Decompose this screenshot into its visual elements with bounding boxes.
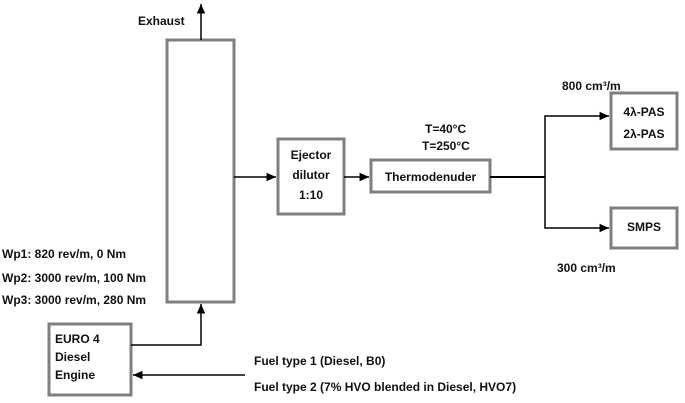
engine-label-line1: EURO 4	[55, 332, 100, 346]
fuel-type-2-label: Fuel type 2 (7% HVO blended in Diesel, H…	[254, 380, 517, 394]
smps-box	[609, 206, 679, 250]
wp3-label: Wp3: 3000 rev/m, 280 Nm	[2, 293, 147, 307]
exhaust-label: Exhaust	[138, 14, 185, 28]
smps-label: SMPS	[626, 220, 661, 234]
ejector-label-line2: dilutor	[292, 168, 330, 182]
temperature-label-1: T=40°C	[425, 122, 467, 136]
wp2-label: Wp2: 3000 rev/m, 100 Nm	[2, 271, 147, 285]
pas-label-line1: 4λ-PAS	[623, 105, 665, 119]
flow-rate-top-label: 800 cm³/m	[562, 79, 621, 93]
engine-box	[47, 322, 133, 397]
flow-rate-bottom-label: 300 cm³/m	[557, 261, 616, 275]
ejector-label-line3: 1:10	[298, 188, 324, 202]
pas-label-line2: 2λ-PAS	[623, 127, 665, 141]
engine-label-line2: Diesel	[55, 350, 91, 364]
exhaust-column-box	[165, 38, 236, 304]
engine-label-line3: Engine	[55, 368, 96, 382]
thermodenuder-label: Thermodenuder	[384, 170, 477, 184]
wp1-label: Wp1: 820 rev/m, 0 Nm	[2, 247, 127, 261]
pas-box	[609, 91, 679, 151]
to-pas-arrow	[544, 111, 609, 177]
temperature-label-2: T=250°C	[422, 139, 470, 153]
to-smps-arrow	[544, 177, 609, 233]
fuel-type-1-label: Fuel type 1 (Diesel, B0)	[254, 354, 386, 368]
ejector-label-line1: Ejector	[290, 148, 332, 162]
engine-to-column-arrow	[131, 304, 206, 346]
